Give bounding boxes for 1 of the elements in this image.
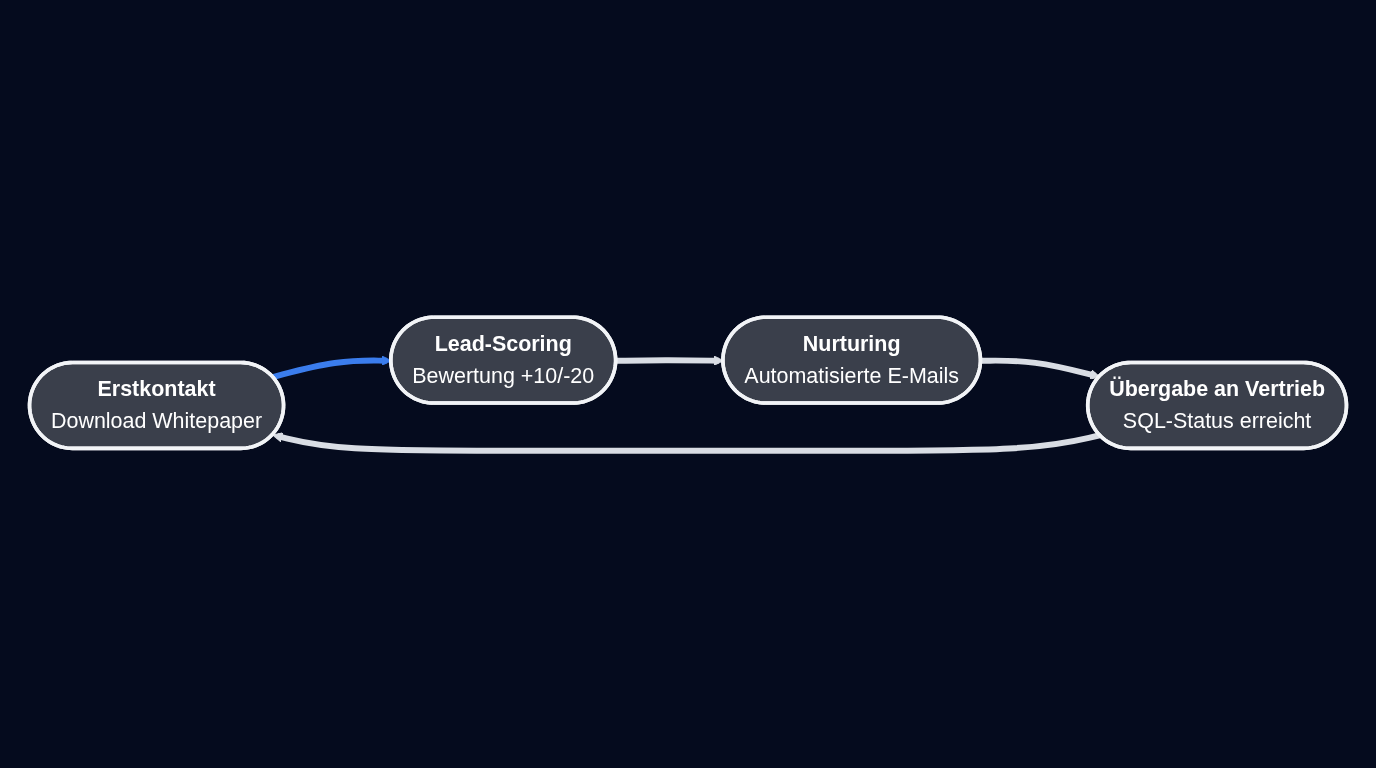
arrow <box>272 432 1101 454</box>
